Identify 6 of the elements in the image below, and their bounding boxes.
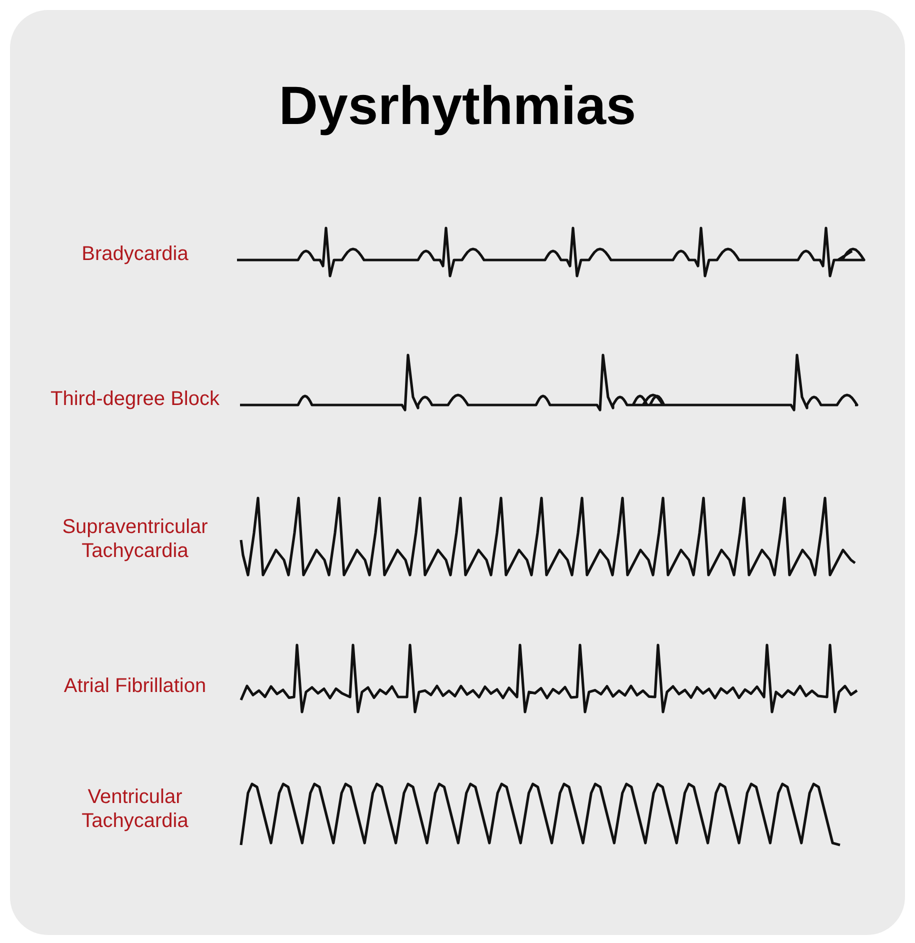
rhythm-label: Ventricular Tachycardia xyxy=(80,785,190,833)
diagram-title: Dysrhythmias xyxy=(278,75,638,137)
rhythm-label: Third-degree Block xyxy=(50,387,220,411)
rhythm-label: Supraventricular Tachycardia xyxy=(61,515,209,563)
rhythm-label: Atrial Fibrillation xyxy=(62,674,208,698)
rhythm-label: Bradycardia xyxy=(80,242,190,266)
